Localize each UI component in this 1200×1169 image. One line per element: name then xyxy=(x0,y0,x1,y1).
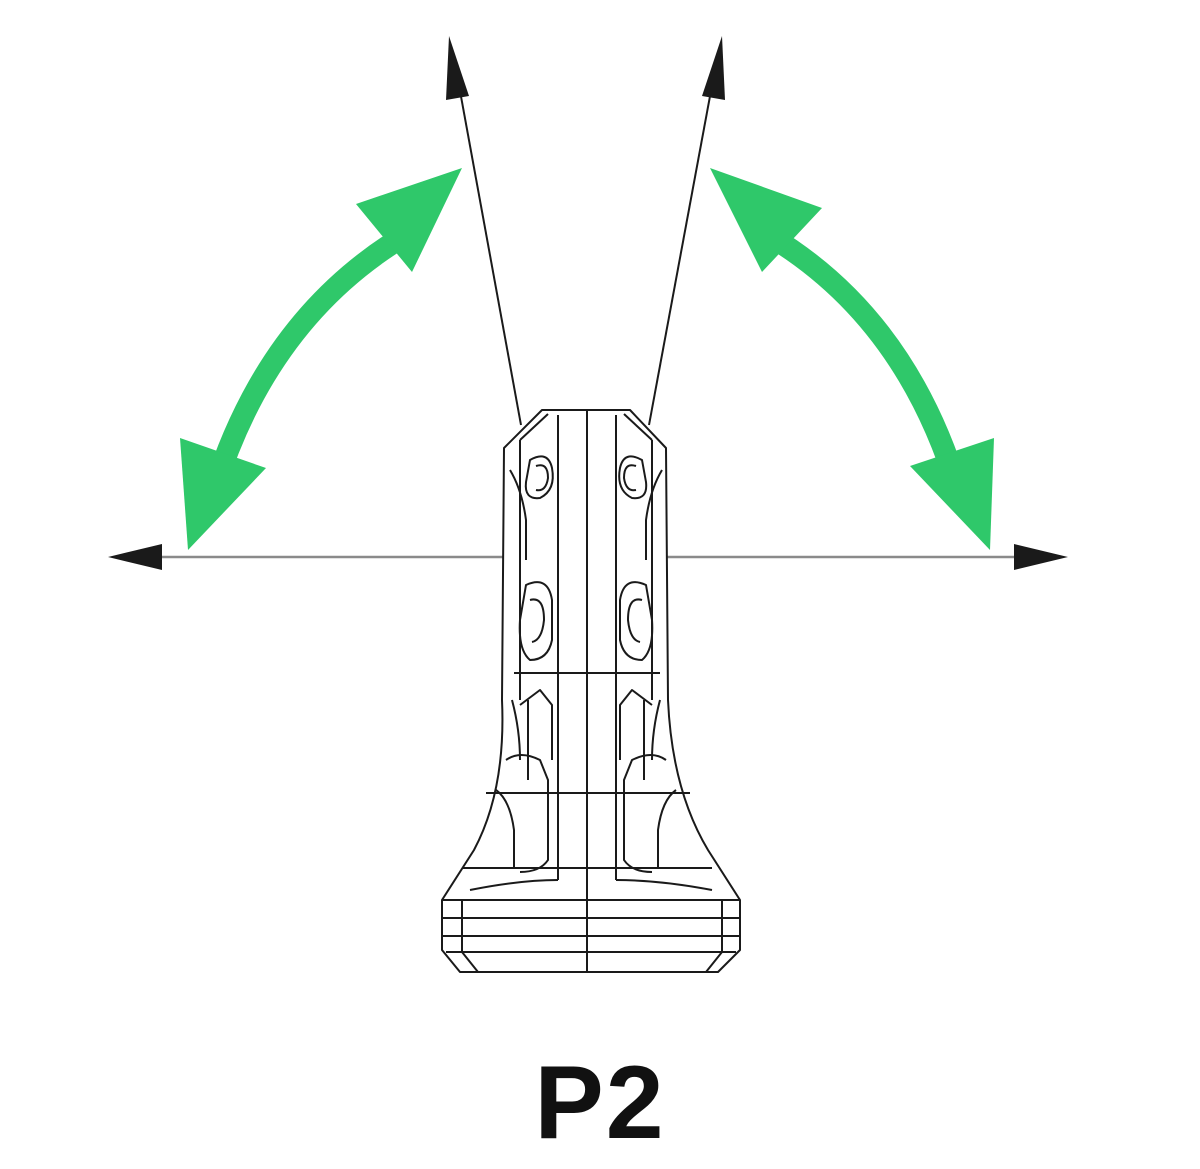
left-tilt-line xyxy=(457,79,522,426)
position-label: P2 xyxy=(534,1045,666,1161)
left-tilt-arrow-icon xyxy=(446,36,469,100)
left-rotation-arc-icon xyxy=(180,168,462,550)
joystick-lever-icon xyxy=(441,409,741,973)
right-rotation-arc-icon xyxy=(710,168,994,550)
right-tilt-arrow-icon xyxy=(702,36,725,100)
left-horizontal-arrow-icon xyxy=(108,544,162,570)
right-horizontal-arrow-icon xyxy=(1014,544,1068,570)
right-tilt-line xyxy=(648,79,714,426)
